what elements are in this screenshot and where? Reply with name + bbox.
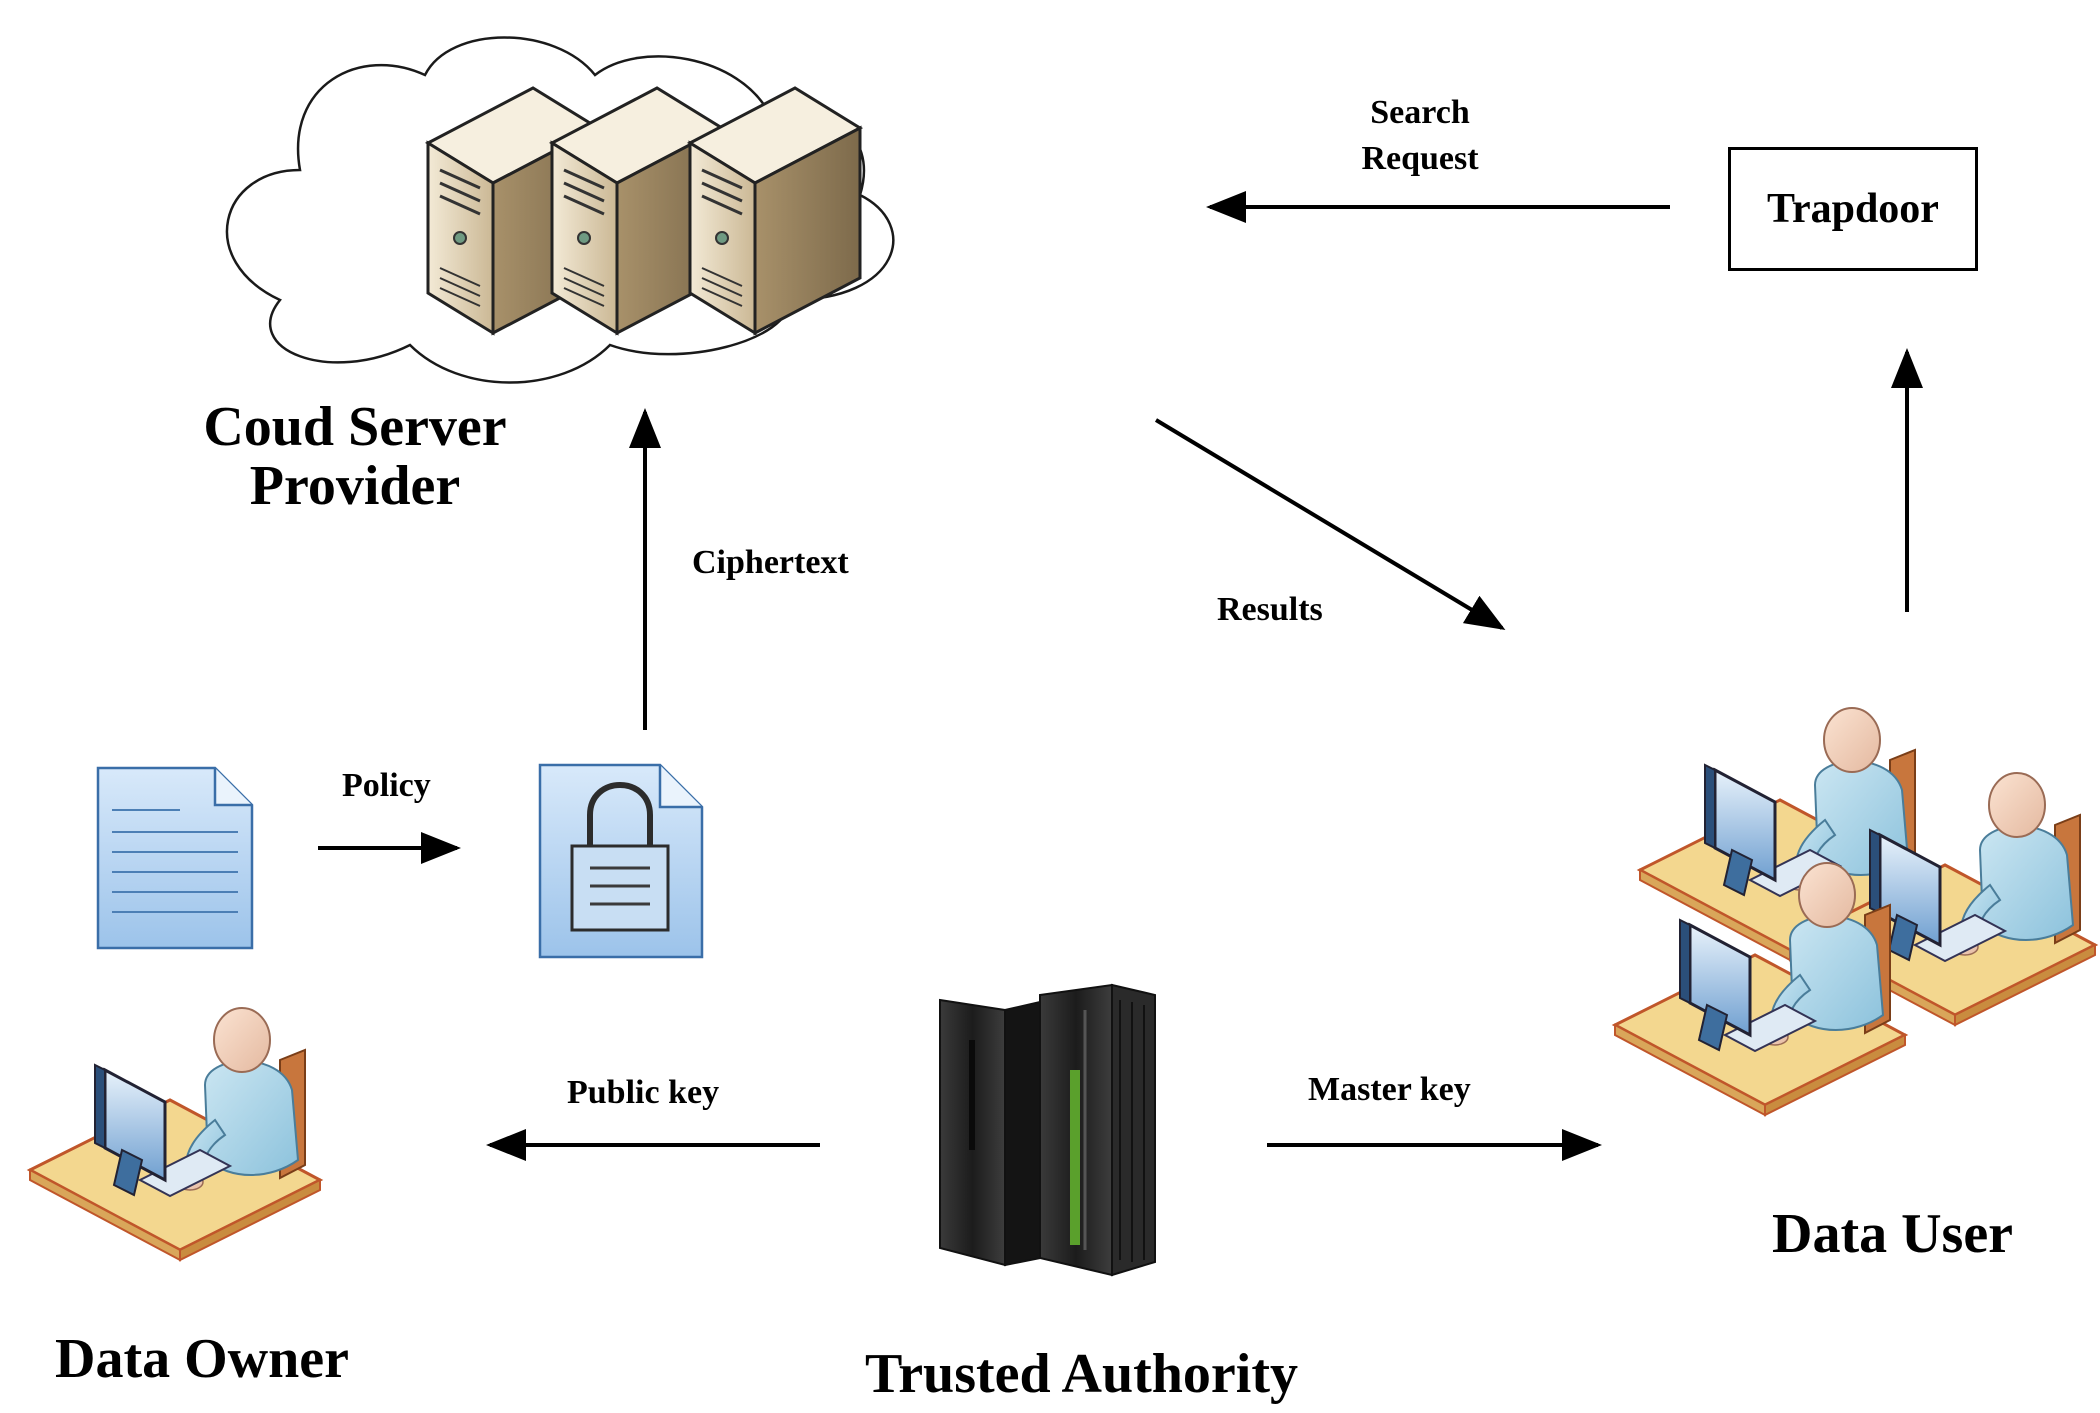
trusted-authority-server-icon [939, 983, 1156, 1277]
trusted-authority-label: Trusted Authority [865, 1343, 1298, 1405]
data-owner-workstation-icon [28, 1006, 322, 1262]
master-key-label: Master key [1308, 1071, 1471, 1108]
encrypted-document-icon [538, 763, 704, 959]
data-owner-label: Data Owner [55, 1328, 349, 1390]
cloud-server-provider-label: Coud Server Provider [203, 396, 507, 517]
trapdoor-label: Trapdoor [1767, 186, 1939, 232]
trapdoor-node: Trapdoor [1728, 147, 1978, 271]
search-request-label: Search Request [1361, 94, 1479, 177]
data-user-label: Data User [1772, 1203, 2014, 1265]
results-label: Results [1217, 591, 1323, 628]
public-key-label: Public key [567, 1074, 720, 1111]
ciphertext-label: Ciphertext [692, 544, 849, 581]
plaintext-document-icon [96, 766, 254, 950]
policy-label: Policy [342, 767, 431, 804]
results-arrow [1154, 418, 1506, 631]
data-user-group-icon [1613, 706, 2097, 1117]
cloud-server-provider-icon [225, 36, 895, 384]
